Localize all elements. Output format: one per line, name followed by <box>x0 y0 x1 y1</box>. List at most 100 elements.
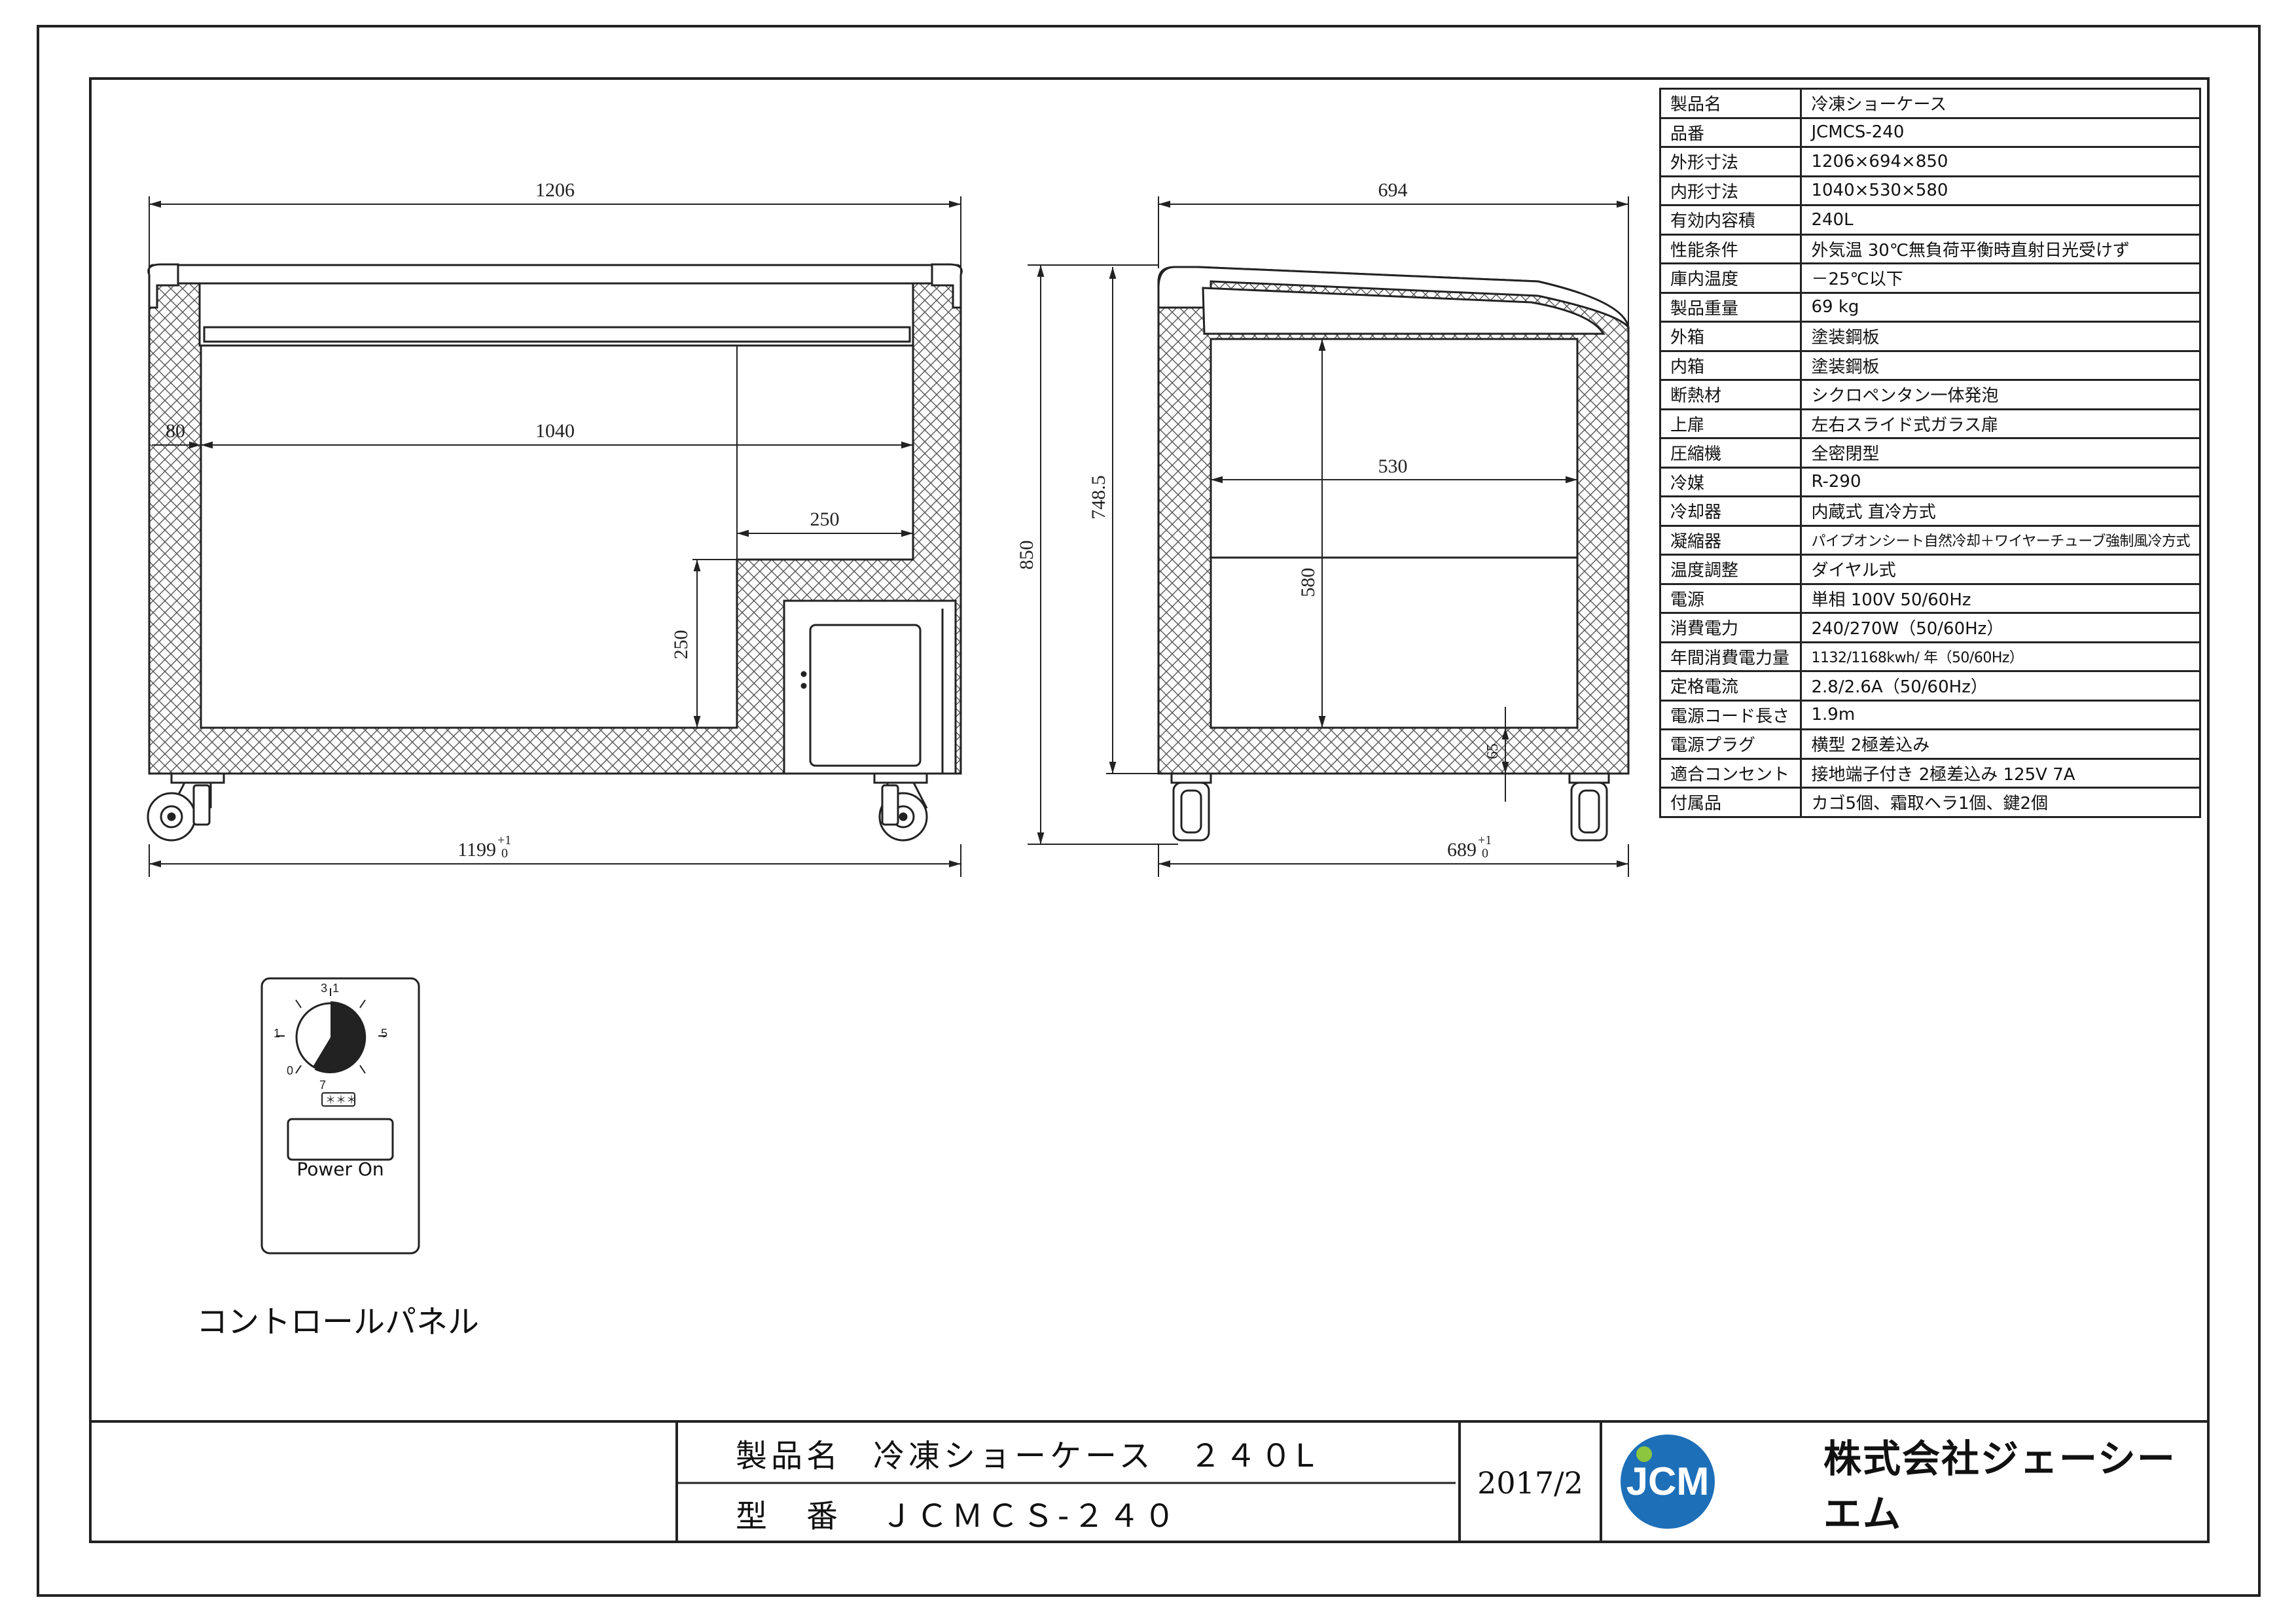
spec-key: 年間消費電力量 <box>1659 641 1803 672</box>
dim-overall-depth: 694 <box>1378 179 1408 201</box>
product-label: 製品名 <box>736 1438 842 1474</box>
spec-value: 1.9m <box>1800 699 2201 730</box>
spec-row: 製品名冷凍ショーケース <box>1659 88 2201 119</box>
front-dimensions <box>149 196 961 877</box>
star-badge <box>321 1092 355 1107</box>
spec-value: 単相 100V 50/60Hz <box>1800 582 2201 614</box>
spec-value: 240/270W（50/60Hz） <box>1800 612 2201 643</box>
spec-row: 電源単相 100V 50/60Hz <box>1659 582 2201 614</box>
spec-value: カゴ5個、霜取ヘラ1個、鍵2個 <box>1800 787 2201 818</box>
spec-key: 庫内温度 <box>1659 262 1803 294</box>
spec-value: 冷凍ショーケース <box>1800 88 2201 119</box>
spec-key: 冷媒 <box>1659 466 1803 497</box>
title-block-date: 2017/2 <box>1458 1423 1600 1543</box>
spec-key: 外形寸法 <box>1659 146 1803 177</box>
dial-mark-labels: 3 1 1 5 0 7 ＊＊＊ <box>274 982 387 1106</box>
spec-value: 接地端子付き 2極差込み 125V 7A <box>1800 757 2201 789</box>
spec-key: 製品重量 <box>1659 291 1803 323</box>
dial-mark-1: 1 <box>274 1027 280 1040</box>
spec-value: 69 kg <box>1800 291 2201 323</box>
spec-row: 外箱塗装鋼板 <box>1659 321 2201 352</box>
spec-row: 適合コンセント接地端子付き 2極差込み 125V 7A <box>1659 757 2201 789</box>
dim-inner-width: 1040 <box>535 420 575 442</box>
side-caster-left <box>1170 772 1212 842</box>
power-on-label: Power On <box>296 1158 384 1180</box>
compressor-panel <box>809 624 922 767</box>
control-panel-label: コントロールパネル <box>196 1304 480 1340</box>
power-on-button[interactable] <box>287 1118 394 1161</box>
spec-value: 左右スライド式ガラス扉 <box>1800 408 2201 439</box>
jcm-logo-icon: JCM <box>1621 1435 1715 1529</box>
spec-row: 性能条件外気温 30℃無負荷平衡時直射日光受けず <box>1659 233 2201 264</box>
spec-key: 圧縮機 <box>1659 437 1803 469</box>
front-lid <box>148 264 962 285</box>
spec-row: 圧縮機全密閉型 <box>1659 437 2201 469</box>
side-dimensions <box>1028 196 1629 877</box>
spec-value: 外気温 30℃無負荷平衡時直射日光受けず <box>1800 233 2201 264</box>
spec-key: 消費電力 <box>1659 612 1803 643</box>
spec-key: 冷却器 <box>1659 495 1803 527</box>
spec-key: 外箱 <box>1659 321 1803 352</box>
dim-depth-tol-low: 0 <box>1482 846 1488 861</box>
spec-value: パイプオンシート自然冷却＋ワイヤーチューブ強制風冷方式 <box>1800 524 2201 556</box>
spec-row: 電源プラグ横型 2極差込み <box>1659 728 2201 760</box>
spec-row: 冷却器内蔵式 直冷方式 <box>1659 495 2201 527</box>
spec-value: R-290 <box>1800 466 2201 497</box>
company-name: 株式会社ジェーシーエム <box>1823 1436 2176 1536</box>
dim-base-tol-low: 0 <box>501 846 508 861</box>
star-badge-text: ＊＊＊ <box>325 1095 357 1106</box>
dim-base-depth: 689 <box>1447 839 1477 861</box>
dial-mark-5: 5 <box>381 1027 387 1040</box>
model-value: ＪＣＭＣＳ-２４０ <box>881 1498 1179 1535</box>
spec-value: －25℃以下 <box>1800 262 2201 294</box>
side-dim-labels: 694 530 580 850 748.5 65 689 +1 0 <box>1016 179 1501 861</box>
spec-row: 庫内温度－25℃以下 <box>1659 262 2201 294</box>
dim-base-width: 1199 <box>457 839 496 861</box>
dim-body-height: 748.5 <box>1088 475 1109 520</box>
spec-value: 2.8/2.6A（50/60Hz） <box>1800 670 2201 702</box>
side-lid <box>1157 266 1630 329</box>
spec-key: 品番 <box>1659 116 1803 148</box>
spec-key: 適合コンセント <box>1659 757 1803 789</box>
side-caster-right <box>1568 772 1610 842</box>
dim-bottom-gap: 65 <box>1484 743 1501 759</box>
inner-frame <box>89 77 2210 1543</box>
dim-inner-height: 580 <box>1297 568 1319 597</box>
spec-key: 電源 <box>1659 582 1803 614</box>
front-view <box>147 263 963 842</box>
spec-row: 凝縮器パイプオンシート自然冷却＋ワイヤーチューブ強制風冷方式 <box>1659 524 2201 556</box>
spec-key: 凝縮器 <box>1659 524 1803 556</box>
dim-base-tol: +1 <box>497 833 511 847</box>
dim-step-width: 250 <box>810 508 840 530</box>
spec-key: 有効内容積 <box>1659 204 1803 236</box>
spec-row: 断熱材シクロペンタン一体発泡 <box>1659 379 2201 410</box>
title-block-company: 株式会社ジェーシーエム <box>1600 1423 2210 1543</box>
spec-key: 性能条件 <box>1659 233 1803 264</box>
title-block-product: 製品名 冷凍ショーケース ２４０L 型 番 ＪＣＭＣＳ-２４０ <box>675 1423 1458 1543</box>
spec-value: 塗装鋼板 <box>1800 349 2201 381</box>
dial-mark-3: 3 <box>321 982 327 995</box>
thermostat-dial-icon[interactable] <box>295 1001 367 1073</box>
logo-text: JCM <box>1626 1459 1710 1503</box>
spec-value: 横型 2極差込み <box>1800 728 2201 760</box>
side-view <box>1157 266 1630 842</box>
spec-value: 1040×530×580 <box>1800 175 2201 206</box>
model-row: 型 番 ＪＣＭＣＳ-２４０ <box>678 1483 1458 1543</box>
spec-key: 内形寸法 <box>1659 175 1803 206</box>
front-dim-labels: 1206 1040 80 250 250 1199 +1 0 <box>166 179 840 861</box>
outer-frame <box>37 25 2261 1597</box>
spec-value: シクロペンタン一体発泡 <box>1800 379 2201 410</box>
dim-depth-tol: +1 <box>1478 833 1492 847</box>
side-inner <box>1210 338 1579 729</box>
product-row: 製品名 冷凍ショーケース ２４０L <box>678 1423 1458 1483</box>
spec-key: 製品名 <box>1659 88 1803 119</box>
